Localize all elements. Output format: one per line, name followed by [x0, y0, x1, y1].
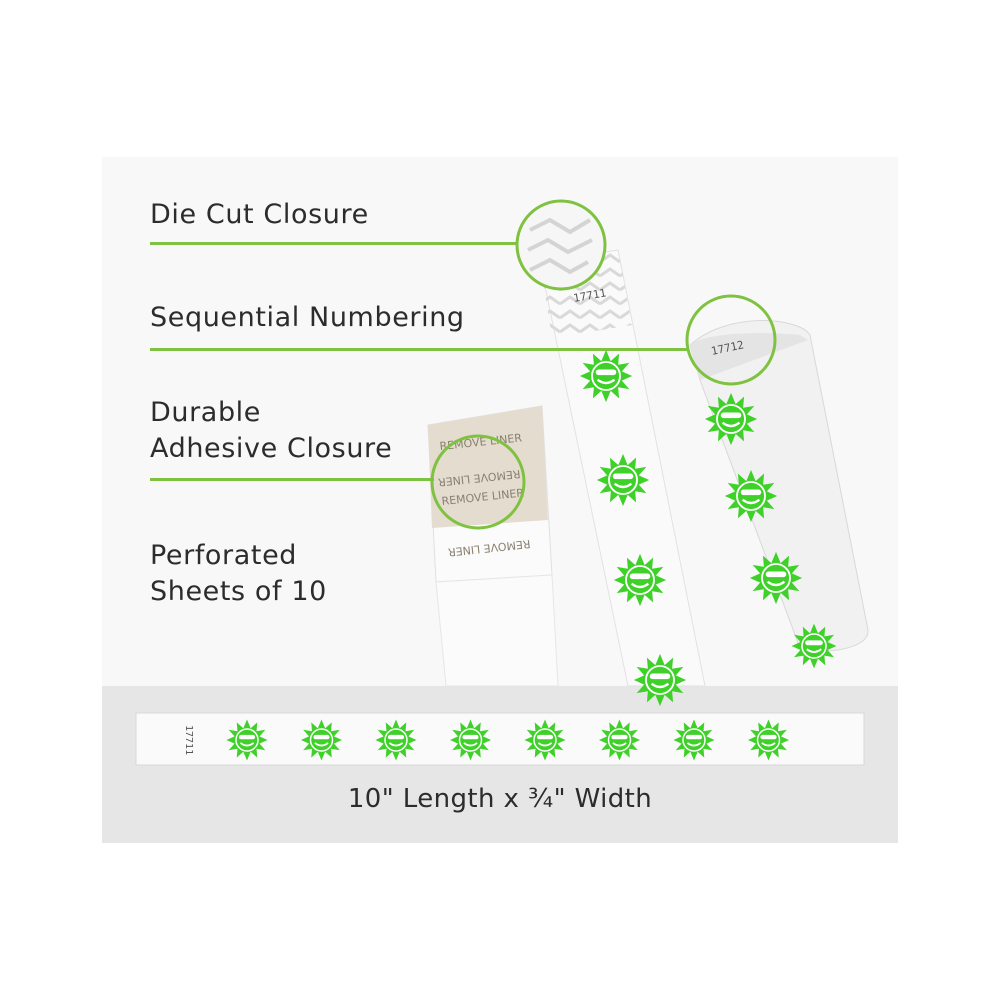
callout-circle-numbering	[685, 294, 777, 386]
callout-line-die-cut	[150, 242, 518, 245]
strip-band: 17711	[539, 249, 706, 708]
flat-number: 17711	[183, 725, 194, 755]
loop-band: 17712	[689, 320, 869, 670]
flat-band: 17711	[135, 712, 865, 766]
adhesive-liner-band: REMOVE LINER REMOVE LINER REMOVE LINER R…	[427, 405, 559, 687]
callout-line-adhesive	[150, 478, 434, 481]
strip-number: 17711	[572, 286, 607, 305]
callout-circle-adhesive	[430, 434, 526, 530]
size-caption: 10" Length x ¾" Width	[347, 784, 653, 814]
feature-perforated-label: Perforated Sheets of 10	[150, 540, 327, 607]
feature-die-cut-label: Die Cut Closure	[150, 199, 369, 230]
callout-circle-die-cut	[515, 199, 607, 291]
feature-adhesive-label: Durable Adhesive Closure	[150, 397, 393, 464]
callout-line-numbering	[150, 348, 688, 351]
feature-numbering-label: Sequential Numbering	[150, 302, 465, 333]
